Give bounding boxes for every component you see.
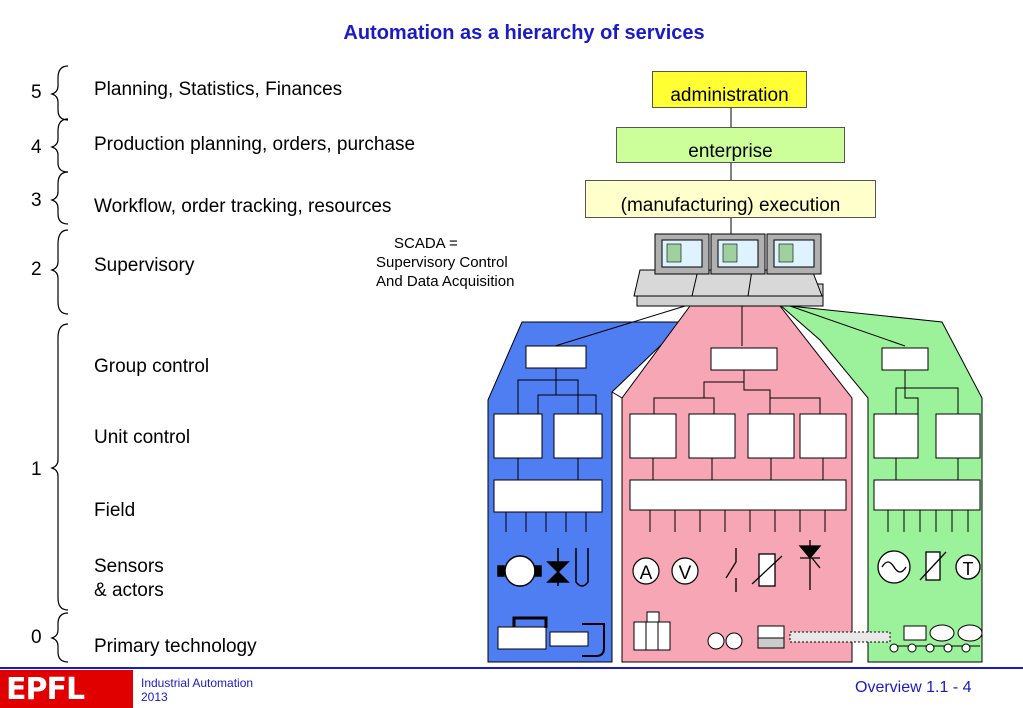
level-2-number: 2 (31, 259, 42, 280)
pink-controllers (629, 347, 847, 532)
course-name: Industrial Automation (141, 676, 254, 690)
blue-controllers (493, 345, 603, 532)
page-number: Overview 1.1 - 4 (855, 679, 972, 696)
logo-text: EPFL (6, 672, 85, 707)
bracket-level-0 (50, 612, 69, 663)
bracket-level-4 (50, 118, 69, 173)
level-5-number: 5 (31, 82, 42, 103)
ac-source-icon (877, 550, 911, 584)
actors-label: & actors (94, 580, 164, 601)
scada-note-line-2: Supervisory Control (376, 254, 508, 271)
epfl-logo: EPFL (0, 670, 133, 708)
sensors-label: Sensors (94, 556, 164, 577)
enterprise-box: enterprise (616, 127, 845, 163)
level-4-text: Production planning, orders, purchase (94, 134, 416, 155)
level-3-number: 3 (31, 190, 42, 211)
footer-course: Industrial Automation 2013 (141, 676, 253, 704)
voltmeter-label: V (679, 563, 692, 584)
level-1-field: Field (94, 500, 136, 521)
scada-note-line-1: SCADA = (394, 235, 458, 252)
bracket-level-1 (50, 323, 69, 611)
green-controllers (873, 347, 981, 532)
level-brackets (50, 65, 69, 663)
course-year: 2013 (141, 690, 168, 704)
execution-box: (manufacturing) execution (585, 180, 876, 218)
level-4-number: 4 (31, 137, 42, 158)
motor-icon (497, 555, 542, 587)
thyristor-icon (798, 540, 822, 590)
ammeter-label: A (640, 563, 653, 584)
thermometer-icon (955, 554, 981, 580)
level-3-text: Workflow, order tracking, resources (94, 196, 392, 217)
level-0-text: Primary technology (94, 636, 257, 657)
ammeter-icon (632, 557, 660, 585)
level-1-group-control: Group control (94, 356, 210, 377)
administration-box: administration (652, 71, 807, 108)
relay-icon (751, 553, 783, 587)
automation-hierarchy-diagram: A V T (487, 108, 983, 663)
voltmeter-icon (671, 557, 699, 585)
level-1-sensors-actors: Sensors & actors (94, 555, 164, 603)
primary-technology-row (497, 611, 983, 657)
level-1-number: 1 (31, 459, 42, 480)
bracket-level-3 (50, 171, 69, 225)
level-1-unit-control: Unit control (94, 427, 191, 448)
varistor-icon (919, 551, 947, 581)
footer-rule (0, 667, 1023, 669)
bracket-level-5 (50, 65, 69, 121)
scada-note-line-3: And Data Acquisition (376, 273, 515, 290)
level-0-number: 0 (31, 627, 42, 648)
page-title: Automation as a hierarchy of services (343, 22, 705, 44)
thermometer-label: T (963, 559, 974, 579)
level-2-text: Supervisory (94, 255, 195, 276)
switch-icon (725, 548, 737, 592)
valve-icon (546, 548, 589, 587)
bracket-level-2 (50, 229, 69, 315)
scada-note: SCADA = Supervisory Control And Data Acq… (376, 234, 514, 291)
level-5-text: Planning, Statistics, Finances (94, 79, 343, 100)
scada-workstations (633, 233, 824, 307)
